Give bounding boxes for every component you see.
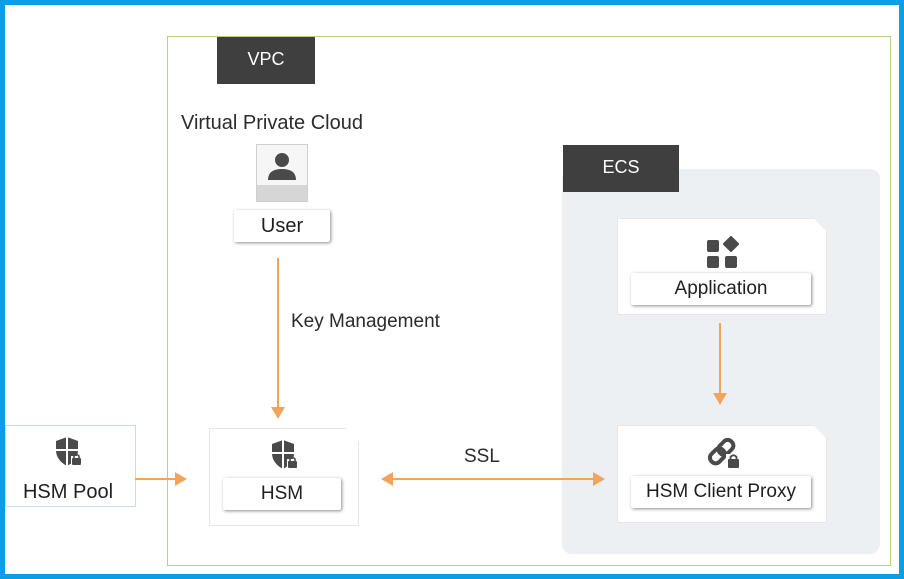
key-management-arrow <box>271 258 285 419</box>
vpc-tag: VPC <box>217 37 315 84</box>
user-icon <box>256 144 308 202</box>
application-to-proxy-arrow <box>713 323 727 405</box>
hsm-label: HSM <box>223 478 341 510</box>
vpc-subtitle: Virtual Private Cloud <box>181 112 363 134</box>
ssl-label: SSL <box>464 446 500 467</box>
ecs-tag: ECS <box>563 145 679 192</box>
application-label: Application <box>631 273 811 305</box>
connector-layer <box>135 258 727 486</box>
hsm-pool-label: HSM Pool <box>22 481 114 503</box>
shield-lock-icon <box>56 437 82 466</box>
hsm-pool-to-hsm-arrow <box>135 472 187 486</box>
ssl-arrow <box>381 472 605 486</box>
hsm-client-proxy-label: HSM Client Proxy <box>631 476 811 508</box>
apps-icon <box>704 235 740 271</box>
chain-lock-icon <box>704 432 744 472</box>
user-label: User <box>234 210 330 242</box>
key-management-label: Key Management <box>291 311 440 332</box>
shield-lock-icon <box>270 439 300 471</box>
hsm-pool-node <box>5 425 136 507</box>
